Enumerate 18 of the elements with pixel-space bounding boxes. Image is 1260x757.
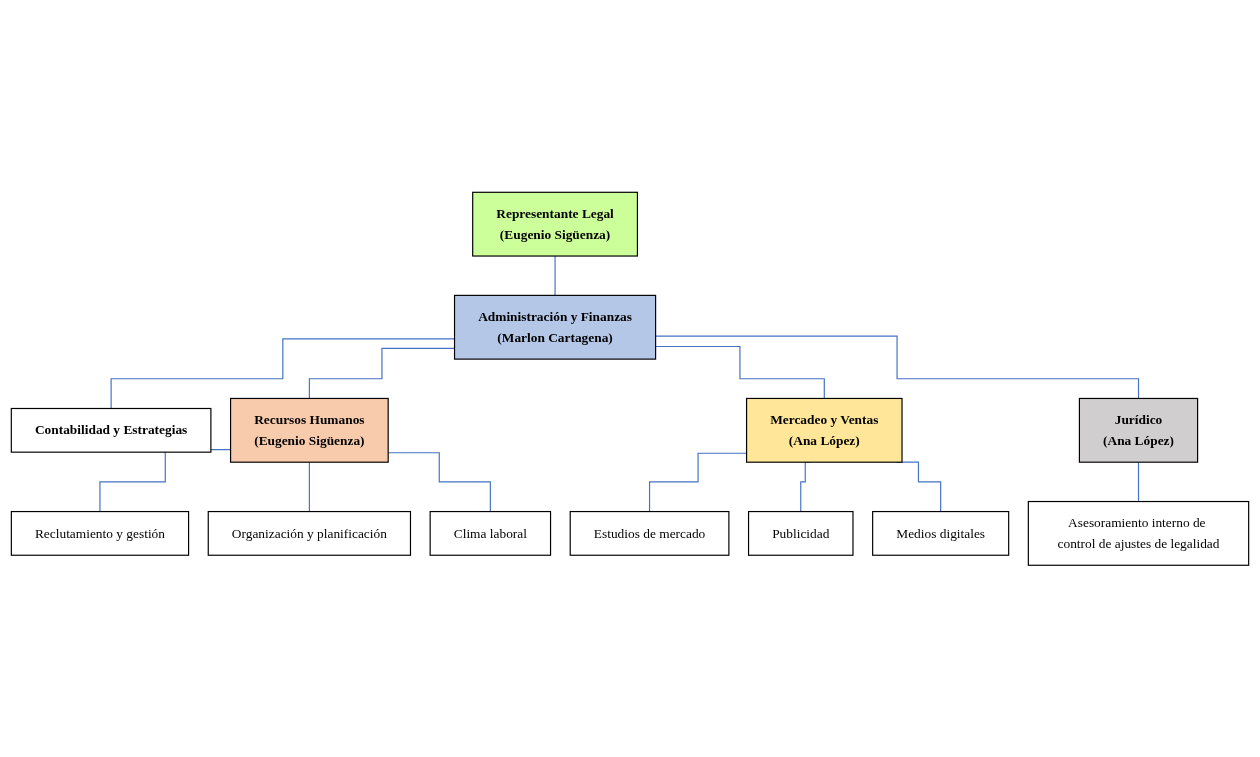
node-box: Contabilidad y Estrategias (10, 407, 212, 453)
connector (308, 461, 310, 512)
node-box: Clima laboral (429, 510, 552, 556)
node-box: Administración y Finanzas (Marlon Cartagena) (453, 294, 657, 360)
node-box: Representante Legal (Eugenio Sigüenza) (472, 191, 639, 257)
node-box: Estudios de mercado (569, 510, 730, 556)
connector (655, 345, 825, 399)
connector (554, 255, 556, 296)
node-box: Asesoramiento interno de control de ajustes de legalidad (1027, 500, 1250, 566)
connector (1137, 461, 1140, 502)
node-box: Reclutamiento y gestión (10, 510, 190, 556)
node-box: Mercadeo y Ventas (Ana López) (745, 397, 903, 463)
connector (655, 335, 1140, 399)
node-box: Jurídico (Ana López) (1078, 397, 1199, 463)
node-box: Organización y planificación (207, 510, 412, 556)
node-box: Publicidad (747, 510, 854, 556)
node-box: Recursos Humanos (Eugenio Sigüenza) (230, 397, 389, 463)
node-box: Medios digitales (872, 510, 1010, 556)
